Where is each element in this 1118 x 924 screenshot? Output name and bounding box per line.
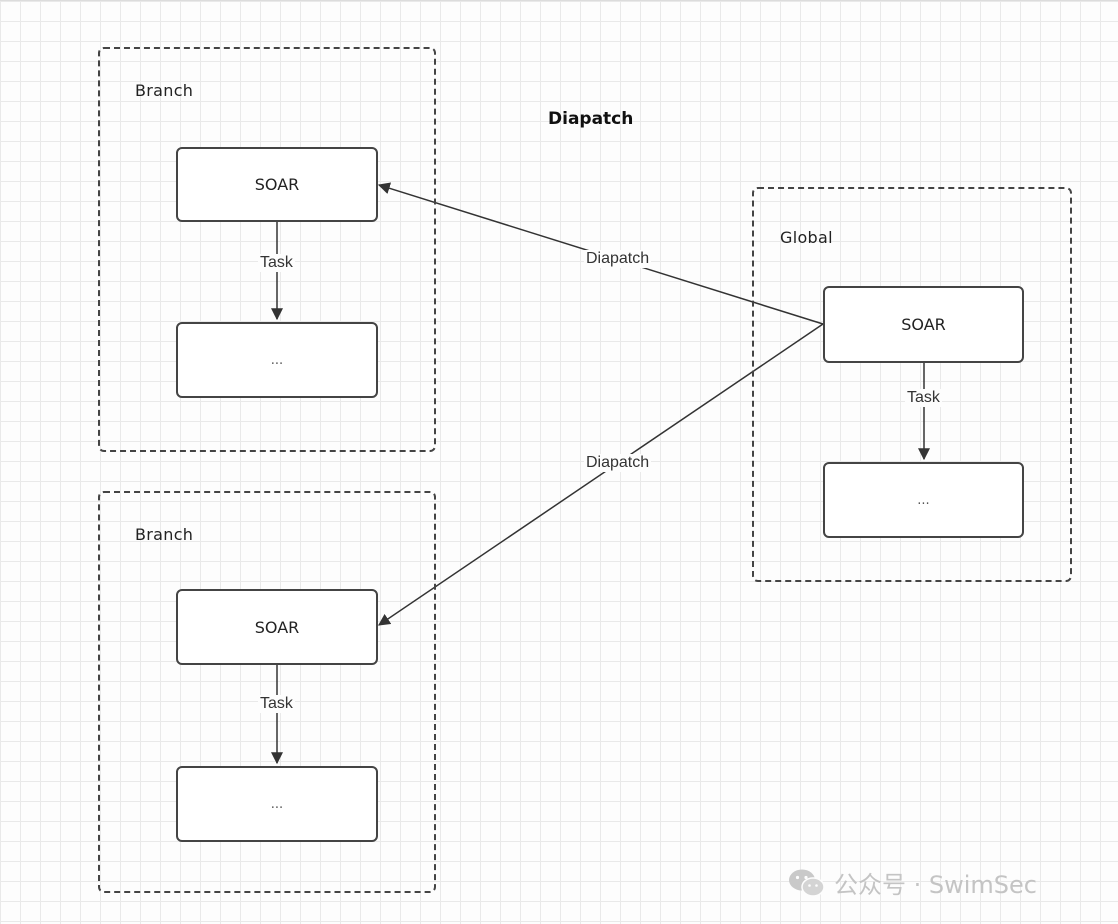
diagram-title: Diapatch xyxy=(548,109,634,129)
soar-node-bottom[interactable]: SOAR xyxy=(176,589,378,665)
task-label-top: Task xyxy=(258,254,295,272)
task-label-global: Task xyxy=(905,389,942,407)
branch-label-top: Branch xyxy=(135,81,194,100)
task-node-bottom[interactable]: ... xyxy=(176,766,378,842)
dispatch-label-top: Diapatch xyxy=(584,250,652,268)
branch-group-top xyxy=(98,47,436,452)
watermark: 公众号 · SwimSec xyxy=(788,865,1037,900)
wechat-icon xyxy=(789,869,825,897)
global-group xyxy=(752,187,1072,582)
watermark-text: 公众号 · SwimSec xyxy=(834,871,1037,899)
task-label-bottom: Task xyxy=(258,695,295,713)
soar-node-global[interactable]: SOAR xyxy=(823,286,1024,363)
branch-label-bottom: Branch xyxy=(135,525,194,544)
branch-group-bottom xyxy=(98,491,436,893)
task-node-global[interactable]: ... xyxy=(823,462,1024,538)
soar-node-top[interactable]: SOAR xyxy=(176,147,378,222)
dispatch-edge-bottom xyxy=(378,323,824,626)
dispatch-label-bottom: Diapatch xyxy=(584,454,652,472)
task-node-top[interactable]: ... xyxy=(176,322,378,398)
global-label: Global xyxy=(780,228,833,247)
